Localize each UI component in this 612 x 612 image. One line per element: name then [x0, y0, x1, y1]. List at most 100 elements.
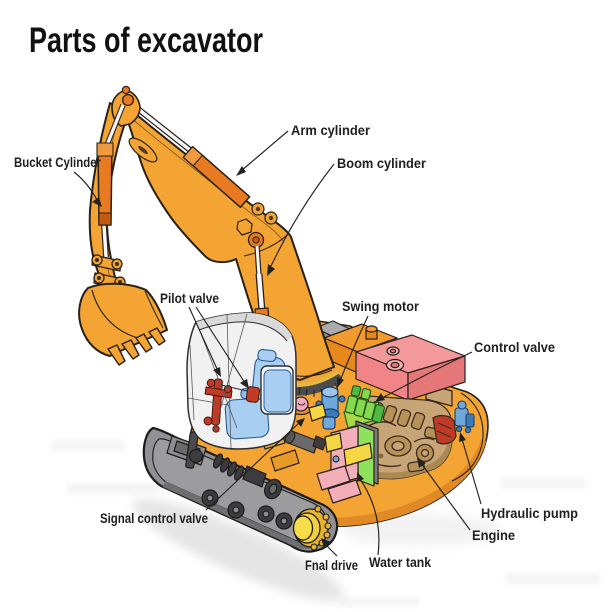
bucket-inner-curve	[91, 289, 139, 339]
deck-small-boxes-detail-2	[270, 449, 300, 472]
red-coupling-detail-2	[436, 422, 453, 438]
pink-box	[355, 334, 466, 401]
boom	[118, 99, 335, 381]
track-undercarriage	[142, 426, 339, 553]
track-details-detail-13	[262, 510, 270, 518]
gray-cylinder-detail-3	[312, 435, 327, 451]
leader-pilot-valve-detail-1	[188, 306, 219, 372]
swing-ring-gear-detail-2	[294, 370, 340, 388]
leader-bucket-cylinder-detail-2	[92, 197, 102, 207]
bucket-teeth-detail-1	[107, 344, 126, 366]
arm-cylinder-part-detail-3	[255, 206, 261, 212]
swing-motor-part-detail-4	[322, 416, 336, 430]
leader-bucket-cylinder-detail-1	[73, 171, 98, 201]
watermark-smudges-detail-2	[66, 483, 160, 494]
engine-block-detail-15	[378, 453, 384, 459]
track-details	[166, 431, 293, 530]
page-title: Parts of excavator	[29, 21, 263, 60]
apex-knob	[121, 85, 131, 95]
label-fnal-drive: Fnal drive	[305, 557, 358, 573]
deck-components	[260, 370, 385, 504]
track-details-detail-9	[206, 494, 214, 502]
bucket-teeth	[107, 327, 166, 366]
leader-hydraulic-pump-detail-1	[461, 438, 482, 505]
water-tank-assembly-detail-5	[332, 455, 340, 463]
final-drive-part-group-detail-6	[314, 505, 322, 513]
leader-swing-motor	[337, 315, 369, 388]
pilot-valve-part-detail-7	[212, 425, 220, 433]
boom-pin-boss-center	[252, 236, 260, 244]
hydraulic-pump-part-detail-2	[457, 400, 467, 410]
leader-bucket-cylinder	[73, 171, 102, 207]
final-drive-part-group-detail-5	[310, 543, 318, 551]
bucket-cylinder-part-detail-2	[105, 104, 125, 146]
boom-cylinder-part-detail-4	[256, 273, 265, 312]
pink-box-detail-7	[390, 361, 400, 369]
labels: Arm cylinder Boom cylinder Bucket Cylind…	[14, 122, 578, 573]
bucket-side-line	[144, 290, 164, 329]
pilot-valve-part	[203, 378, 260, 433]
leader-pilot-valve-detail-4	[240, 379, 249, 389]
leader-fnal-drive-detail-2	[321, 538, 331, 548]
leader-engine	[417, 458, 471, 531]
leader-arm-cylinder	[236, 130, 289, 176]
leader-swing-motor-detail-2	[337, 377, 344, 388]
watermark-smudges-detail-5	[340, 597, 420, 607]
gray-cylinder	[284, 430, 327, 454]
label-swing-motor: Swing motor	[342, 298, 419, 314]
leader-pilot-valve	[188, 306, 249, 389]
leader-control-valve-detail-2	[375, 393, 385, 402]
pilot-valve-part-detail-2	[204, 386, 233, 399]
pink-box-detail-5	[389, 348, 397, 354]
leader-boom-cylinder	[267, 163, 335, 276]
watermark-smudges-detail-3	[500, 478, 586, 489]
track-details-detail-15	[280, 517, 288, 525]
engine-block-detail-5	[410, 411, 426, 431]
bucket-cylinder-cap	[96, 142, 114, 157]
label-hydraulic-pump: Hydraulic pump	[481, 505, 578, 521]
boom-hex-plate	[236, 218, 253, 236]
pilot-valve-part-detail-5	[245, 386, 260, 403]
pilot-valve-part-detail-6	[203, 416, 213, 426]
leader-signal-control-valve-detail-2	[296, 418, 305, 427]
coil-spring-1-detail-2	[219, 457, 231, 473]
engine-block-detail-4	[396, 408, 412, 428]
label-water-tank: Water tank	[369, 554, 431, 570]
boom-cylinder-part-detail-2	[255, 245, 261, 277]
coil-spring-1-detail-4	[233, 465, 245, 481]
coil-spring-1-detail-3	[226, 461, 238, 477]
hydraulic-pump-part-detail-4	[455, 425, 463, 433]
coil-spring-1-detail-1	[212, 453, 224, 469]
arm-cylinder-part-detail-4	[268, 215, 274, 221]
bucket-teeth-detail-4	[148, 327, 166, 346]
leader-water-tank-detail-1	[359, 478, 380, 556]
diagram-detail-x3	[361, 438, 452, 479]
bucket-linkage-detail-6	[115, 262, 119, 266]
label-boom-cylinder: Boom cylinder	[337, 155, 426, 171]
swing-motor-part-detail-6	[338, 395, 346, 403]
red-coupling-detail-1	[432, 414, 457, 445]
hydraulic-pump-part	[454, 400, 475, 434]
engine-block-detail-9	[420, 448, 430, 458]
leader-control-valve-detail-1	[381, 351, 473, 399]
leader-control-valve	[375, 351, 473, 402]
leader-pilot-valve-detail-3	[195, 306, 246, 384]
bucket-linkage-detail-4	[95, 258, 99, 262]
track-details-detail-7	[268, 483, 278, 495]
leader-engine-detail-1	[420, 462, 471, 531]
cab-frame-lines-detail-3	[213, 313, 248, 433]
cab-roof-line	[198, 321, 288, 342]
leader-fnal-drive-detail-1	[326, 545, 338, 557]
cab-roof	[196, 313, 292, 341]
final-drive-part-group-detail-3	[323, 531, 331, 539]
pink-knob-detail-3	[297, 402, 306, 406]
track-details-detail-4	[188, 448, 204, 464]
label-engine: Engine	[472, 527, 515, 543]
final-drive-part-group-detail-2	[324, 522, 332, 530]
swing-motor-part-detail-2	[321, 386, 339, 398]
leader-signal-control-valve	[205, 418, 305, 511]
final-drive-part-detail-3	[292, 515, 314, 541]
final-drive-part-group-detail-1	[322, 513, 330, 521]
